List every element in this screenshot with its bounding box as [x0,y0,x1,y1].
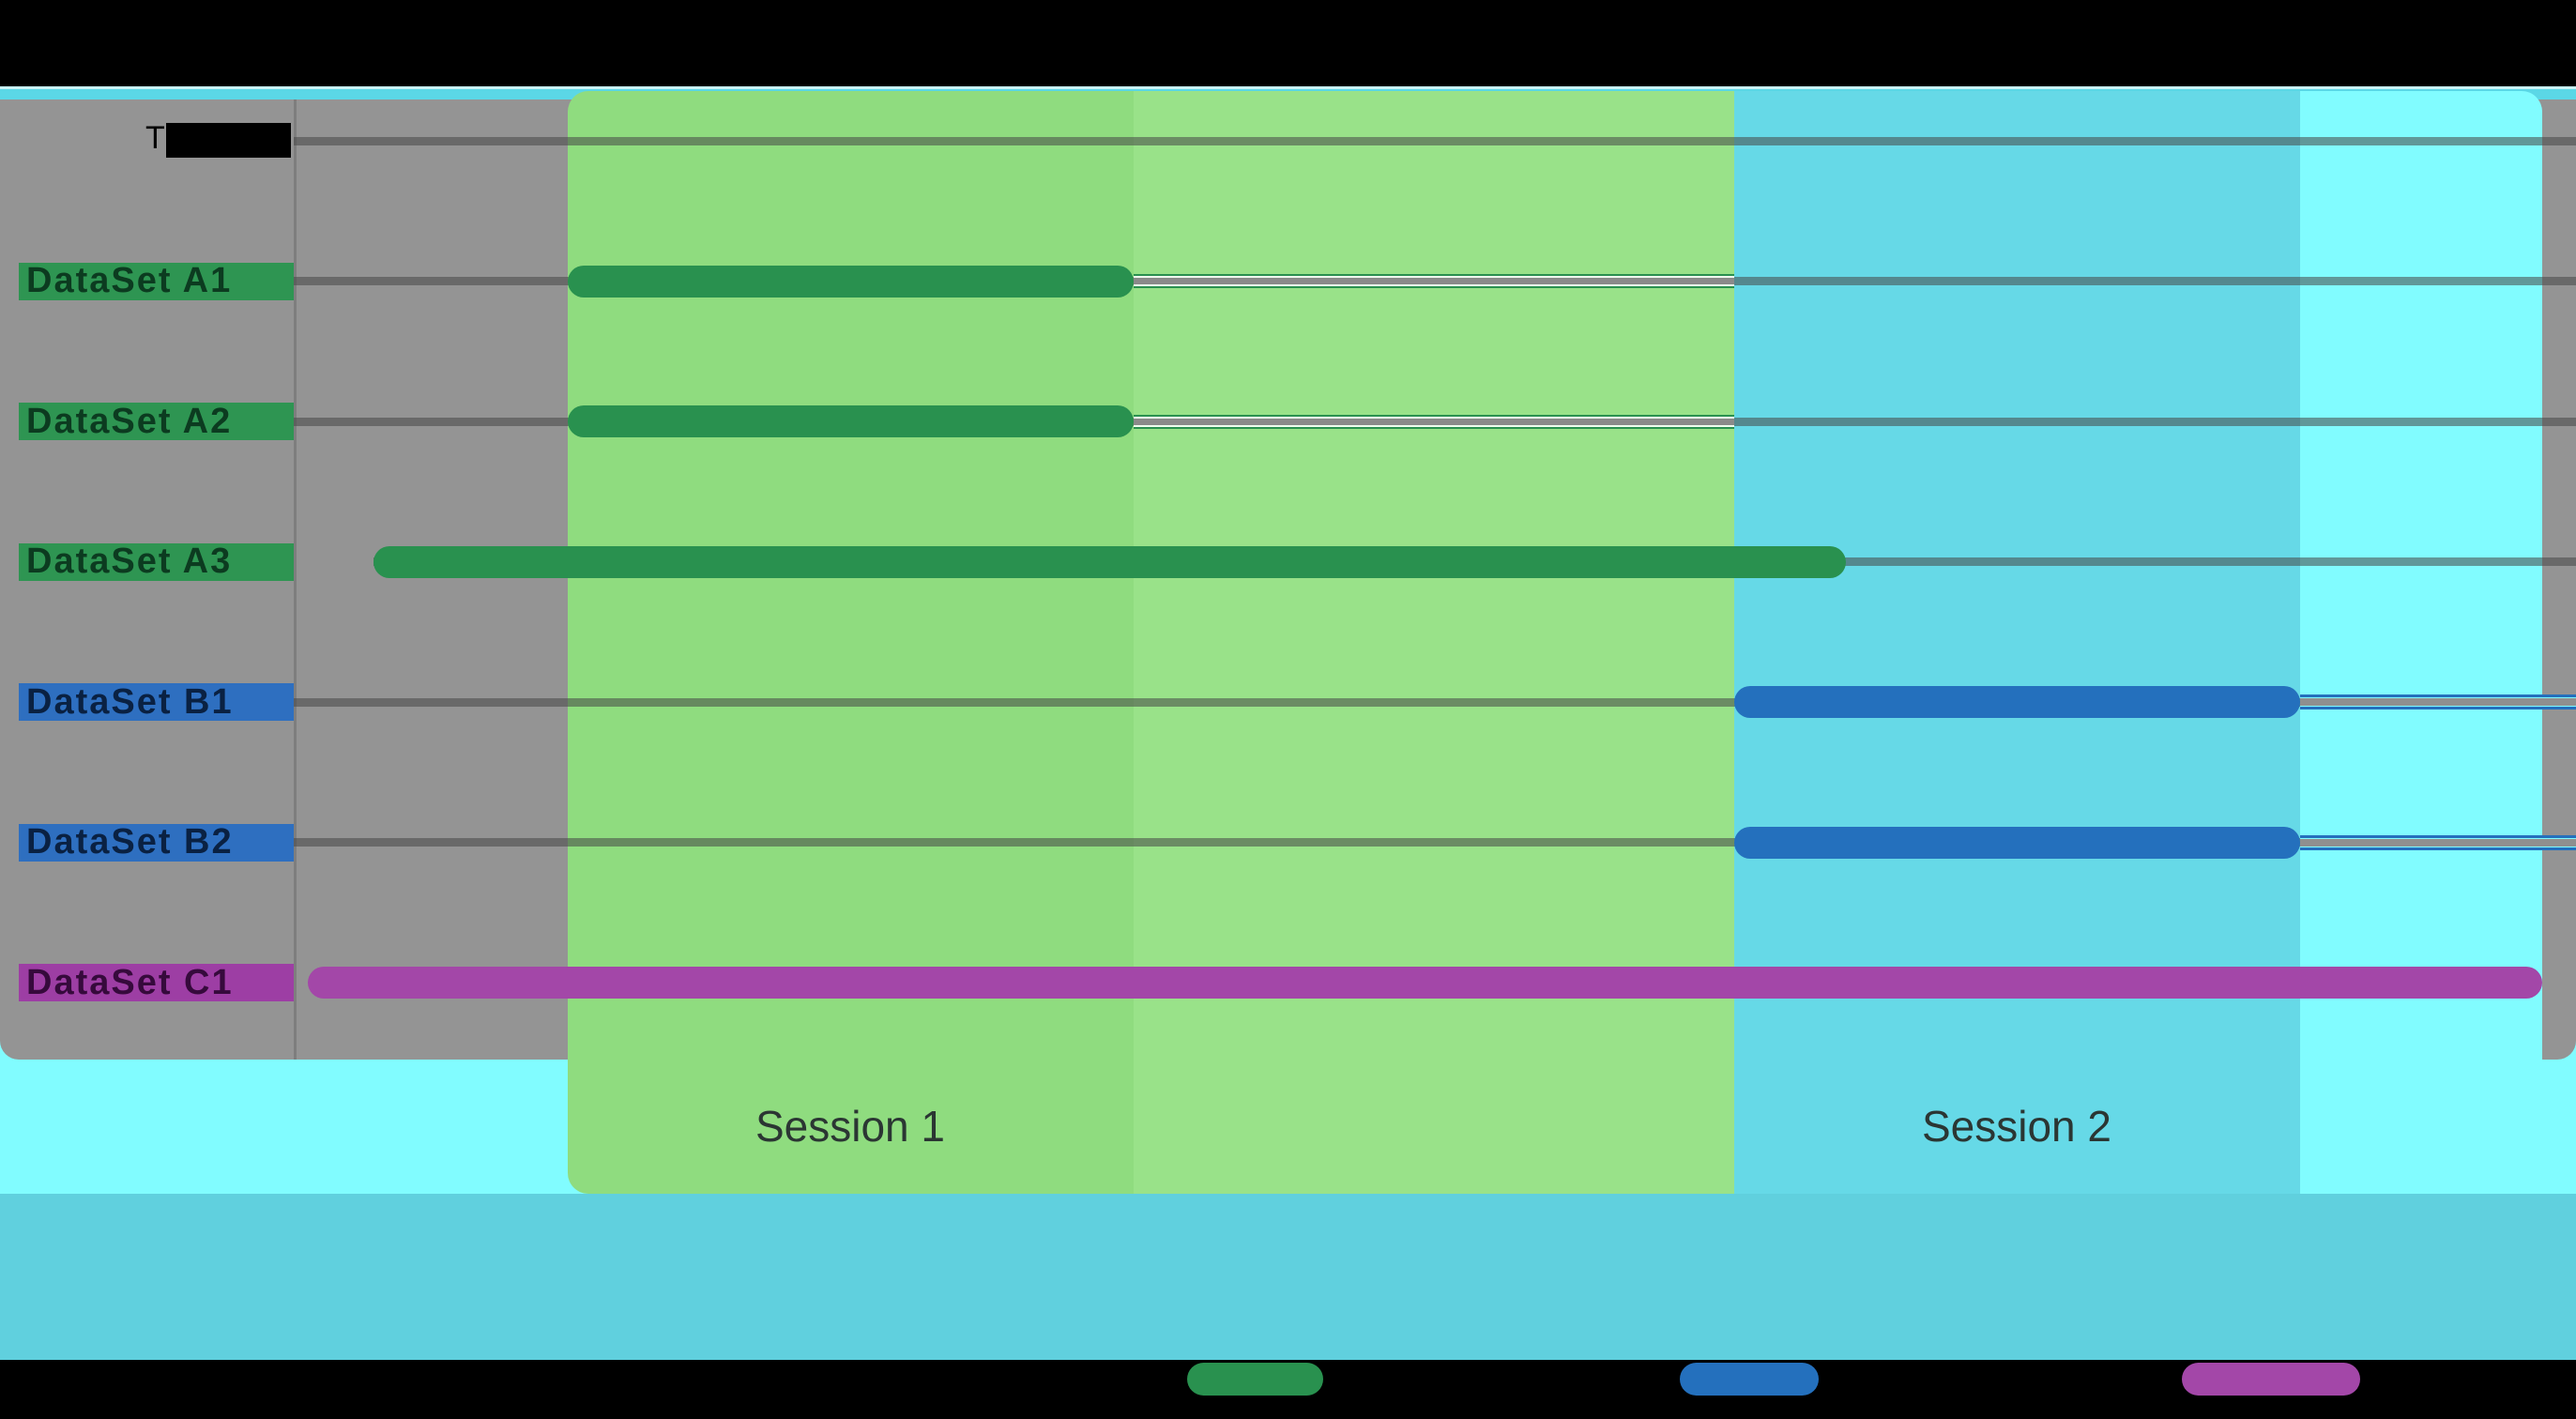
trail-dataset-b1 [2299,694,2576,710]
row-label-dataset-a2[interactable]: DataSet A2 [19,403,294,440]
bar-dataset-c1[interactable] [307,967,2542,999]
session-2-label: Session 2 [1921,1102,2111,1151]
trail-dataset-a2 [1133,414,1734,429]
row-label-dataset-a3[interactable]: DataSet A3 [19,542,294,581]
session-1-label: Session 1 [755,1102,945,1151]
gridline-header-row [294,136,2576,145]
trail-dataset-a1 [1133,274,1734,288]
gridline-dataset-b1 [294,697,2576,707]
bar-dataset-b1[interactable] [1733,686,2300,718]
top-black-bar [0,0,2576,86]
row-label-dataset-b1[interactable]: DataSet B1 [19,683,294,721]
bottom-teal-band [0,1194,2576,1360]
legend-swatch-1[interactable] [1680,1363,1819,1396]
session-region-session-2[interactable] [1733,91,2300,1194]
bar-dataset-b2[interactable] [1733,826,2300,859]
bar-dataset-a1[interactable] [567,265,1134,298]
bar-dataset-a2[interactable] [567,405,1134,437]
gridline-dataset-b2 [294,838,2576,847]
session-region-unlabeled-1[interactable] [1133,91,1734,1194]
corner-header-label: T [145,120,165,156]
bar-dataset-a3[interactable] [373,545,1846,578]
row-label-dataset-c1[interactable]: DataSet C1 [19,964,294,1001]
header-redaction-box [166,123,291,158]
label-column-divider [294,99,297,1060]
legend-swatch-2[interactable] [2182,1363,2360,1396]
legend-swatch-0[interactable] [1187,1363,1323,1396]
row-label-dataset-b2[interactable]: DataSet B2 [19,823,294,862]
session-region-session-1[interactable] [567,91,1134,1194]
row-label-dataset-a1[interactable]: DataSet A1 [19,262,294,300]
session-region-unlabeled-3[interactable] [2299,91,2542,1194]
trail-dataset-b2 [2299,834,2576,850]
